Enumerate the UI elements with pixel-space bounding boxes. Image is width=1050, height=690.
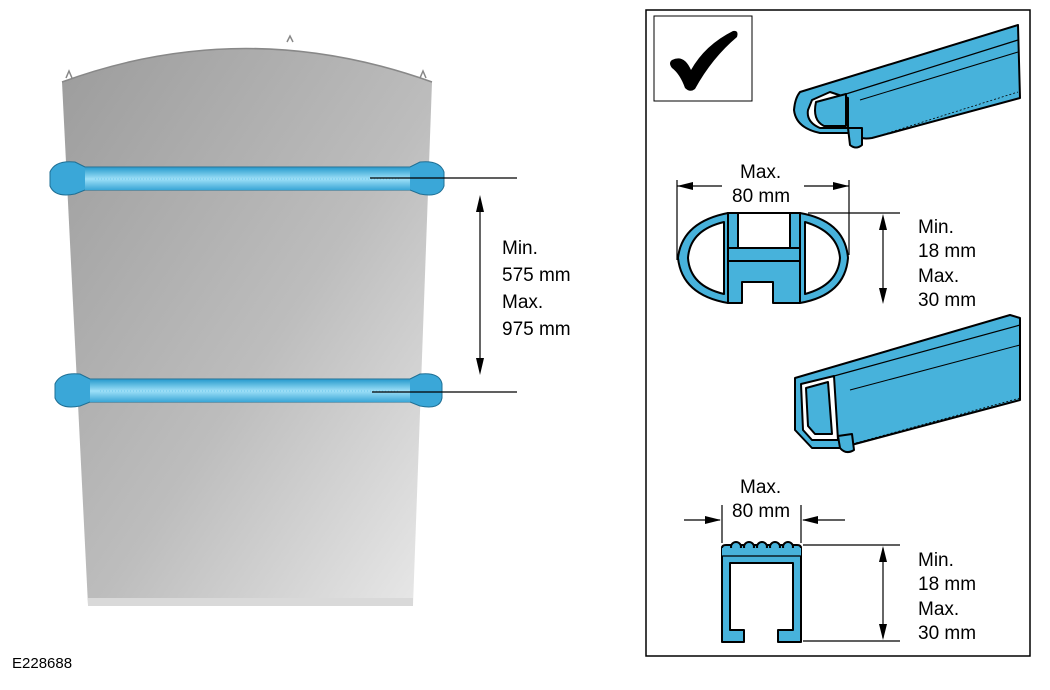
roof-bar-rear	[54, 373, 443, 408]
aero-height-min-label: Min.	[918, 217, 954, 238]
spacing-max-value: 975 mm	[502, 319, 571, 340]
aero-height-max-value: 30 mm	[918, 290, 976, 311]
spacing-min-value: 575 mm	[502, 265, 571, 286]
spacing-max-label: Max.	[502, 292, 543, 313]
square-height-min-label: Min.	[918, 550, 954, 571]
aero-height-max-label: Max.	[918, 266, 959, 287]
bar-spacing-dimension	[370, 177, 517, 393]
square-height-dimension	[803, 544, 900, 642]
check-mark-icon	[670, 30, 738, 91]
spacing-min-label: Min.	[502, 238, 538, 259]
roof-bar-front	[49, 161, 445, 196]
square-bar-cross-section	[721, 541, 802, 643]
aero-width-dimension	[676, 180, 850, 260]
square-bar-3d	[794, 314, 1021, 454]
approval-box	[653, 15, 753, 102]
aero-width-max-value: 80 mm	[732, 186, 790, 207]
figure-id: E228688	[12, 655, 72, 672]
square-height-max-label: Max.	[918, 599, 959, 620]
aero-height-dimension	[808, 212, 900, 304]
aero-height-min-value: 18 mm	[918, 241, 976, 262]
aero-bar-3d	[793, 24, 1021, 149]
square-bar-ridges	[722, 541, 801, 557]
square-height-min-value: 18 mm	[918, 574, 976, 595]
vehicle-roof	[61, 34, 433, 606]
square-width-max-value: 80 mm	[732, 501, 790, 522]
aero-width-max-label: Max.	[740, 162, 781, 183]
aero-bar-cross-section	[677, 212, 849, 304]
square-width-dimension	[684, 505, 845, 543]
square-width-max-label: Max.	[740, 477, 781, 498]
square-height-max-value: 30 mm	[918, 623, 976, 644]
